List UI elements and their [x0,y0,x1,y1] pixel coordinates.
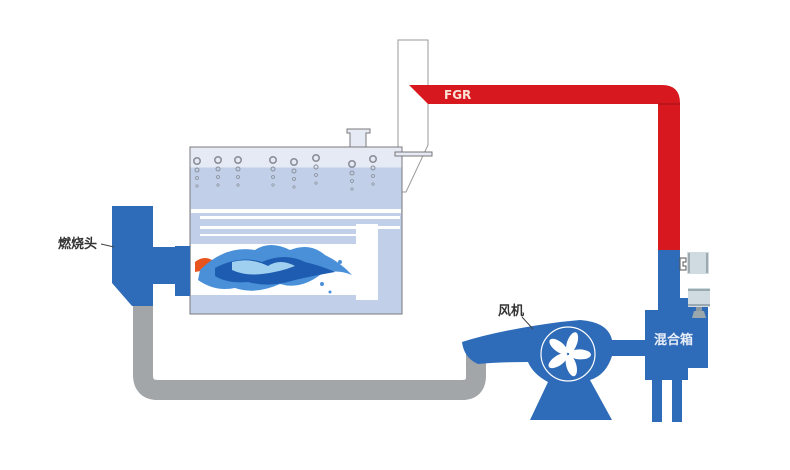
water-bubbles [193,154,377,191]
fan-leader-line [521,316,534,330]
fan-blade [568,349,591,360]
bubble [195,184,199,188]
bubble [314,181,318,185]
burner-head [112,206,190,306]
fan-blade [549,338,568,355]
flame [195,245,352,294]
bubble [314,173,318,177]
valve-actuator [688,288,710,318]
bubble [371,174,375,178]
fan [462,320,650,420]
bubble [214,156,223,165]
bubble [270,166,276,172]
bubble [368,155,377,164]
bubble [234,156,243,165]
bubble [216,175,220,179]
bubble [193,157,202,166]
bubble [347,160,356,169]
bubble [350,179,354,183]
bubble [236,175,240,179]
air-duct [133,300,486,400]
bubble [313,164,319,170]
fan-blade [566,332,579,354]
fan-blade [565,354,577,377]
bubble [271,183,275,187]
bubble [292,185,296,189]
bubble [291,168,297,174]
fgr-duct [409,85,680,250]
bubble [289,158,298,167]
bubble [311,154,320,163]
bubble [271,175,275,179]
fan-blade [548,353,568,369]
burner-label: 燃烧头 [58,236,97,252]
bubble [371,182,375,186]
bubble [349,170,355,176]
mixing-box-label: 混合箱 [654,332,693,348]
bubble [235,166,241,172]
bubble [292,177,296,181]
bubble [236,183,240,187]
bubble [370,165,376,171]
bubble [215,166,221,172]
bubble [350,187,354,191]
bubble [194,167,200,173]
fan-label: 风机 [498,303,524,319]
damper-actuator [679,252,709,274]
bubble [268,156,277,165]
fgr-label: FGR [444,88,471,102]
burner-leader-line [100,243,115,248]
bubble [195,176,199,180]
fan-blades [548,332,591,377]
bubble [216,183,220,187]
